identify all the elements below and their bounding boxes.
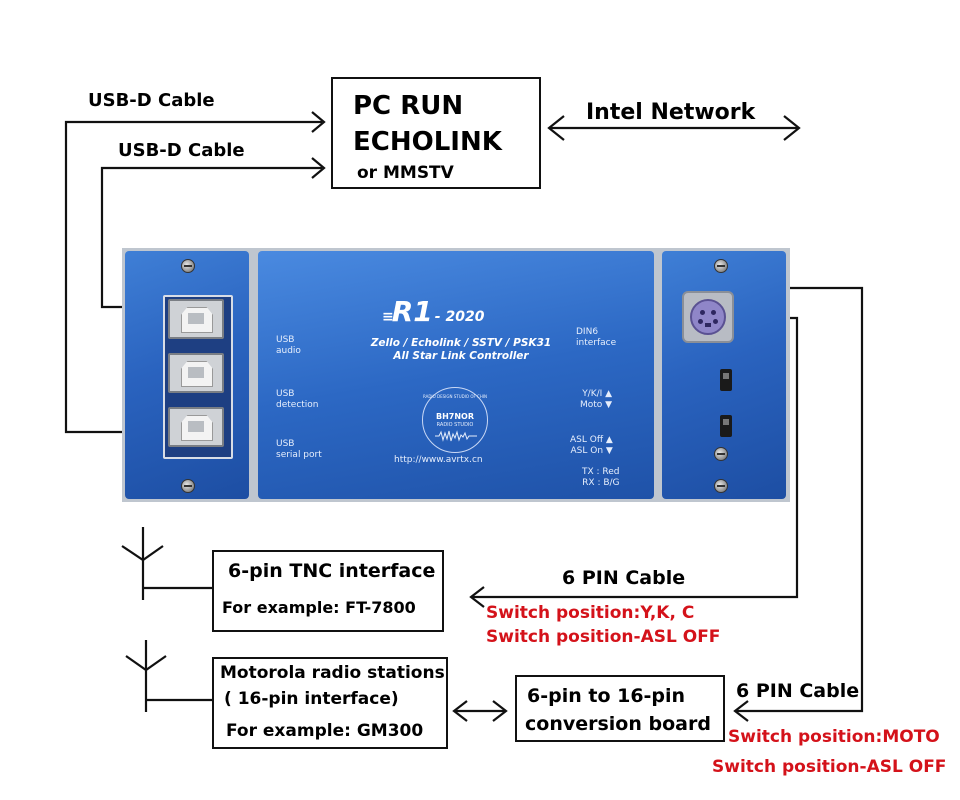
label-din6-l2: interface	[576, 338, 617, 348]
tnc-example: For example: FT-7800	[222, 598, 416, 617]
label-switch2-l2: ASL On ▼	[570, 446, 613, 456]
label-txrx-l2: RX : B/G	[582, 478, 620, 488]
logo-suffix: - 2020	[434, 309, 485, 325]
device-url: http://www.avrtx.cn	[394, 455, 483, 465]
moto-box: Motorola radio stations ( 16-pin interfa…	[212, 657, 448, 749]
moto-line2: ( 16-pin interface)	[224, 689, 399, 709]
conv-line2: conversion board	[525, 713, 711, 735]
label-usb-serial-l1: USB	[276, 439, 295, 449]
switch-note-tnc-1: Switch position:Y,K, C	[486, 603, 695, 623]
screw-icon	[714, 447, 728, 461]
screw-icon	[181, 479, 195, 493]
asl-switch[interactable]	[720, 415, 732, 437]
usb-port-detection[interactable]	[168, 353, 224, 393]
switch-note-moto-2: Switch position-ASL OFF	[712, 757, 947, 777]
label-usb-audio-l1: USB	[276, 335, 295, 345]
device-body: ≡R1- 2020 Zello / Echolink / SSTV / PSK3…	[258, 251, 654, 499]
tnc-box: 6-pin TNC interface For example: FT-7800	[212, 550, 444, 632]
din6-icon	[690, 299, 726, 335]
label-usb-detection-l2: detection	[276, 400, 319, 410]
mode-switch-yki-moto[interactable]	[720, 369, 732, 391]
label-usb-audio-l2: audio	[276, 346, 301, 356]
screw-icon	[181, 259, 195, 273]
pc-box-line3: or MMSTV	[357, 163, 454, 183]
device-subtitle: Zello / Echolink / SSTV / PSK31	[370, 337, 552, 349]
logo-text: R1	[391, 295, 433, 328]
usb-cable-label-1: USB-D Cable	[88, 90, 215, 111]
label-txrx-l1: TX : Red	[582, 467, 620, 477]
usb-cable-label-2: USB-D Cable	[118, 140, 245, 161]
usb-port-audio[interactable]	[168, 299, 224, 339]
din-panel	[662, 251, 786, 499]
badge-top-text: RADIO DESIGN STUDIO OF CHINA	[423, 394, 487, 399]
usb-panel	[125, 251, 249, 499]
device-logo: ≡R1- 2020	[382, 295, 485, 328]
badge-bottom-text: RADIO STUDIO	[436, 422, 474, 428]
label-switch2: ASL Off ▲ASL On ▼	[570, 435, 613, 457]
din6-socket[interactable]	[682, 291, 734, 343]
cable-tnc-label: 6 PIN Cable	[562, 567, 686, 589]
label-switch1-l1: Y/K/I ▲	[582, 389, 613, 399]
screw-icon	[714, 479, 728, 493]
label-switch2-l1: ASL Off ▲	[570, 435, 613, 445]
usb-port-serial[interactable]	[168, 407, 224, 447]
pc-box-line2: ECHOLINK	[353, 127, 502, 157]
moto-example: For example: GM300	[226, 721, 424, 741]
conv-line1: 6-pin to 16-pin	[527, 685, 686, 707]
device-subtitle2: All Star Link Controller	[393, 350, 529, 362]
cable-moto-label: 6 PIN Cable	[736, 680, 860, 702]
label-usb-detection-l1: USB	[276, 389, 295, 399]
network-label: Intel Network	[586, 100, 756, 125]
label-switch1-l2: Moto ▼	[580, 400, 613, 410]
label-din6-l1: DIN6	[576, 327, 599, 337]
label-switch1: Y/K/I ▲Moto ▼	[580, 389, 612, 411]
device-photo: ≡R1- 2020 Zello / Echolink / SSTV / PSK3…	[122, 248, 790, 502]
screw-icon	[714, 259, 728, 273]
label-usb-serial-l2: serial port	[276, 450, 322, 460]
badge-call: BH7NOR	[435, 412, 474, 421]
switch-note-moto-1: Switch position:MOTO	[728, 727, 940, 747]
conversion-board-box: 6-pin to 16-pin conversion board	[515, 675, 725, 742]
moto-line1: Motorola radio stations	[220, 663, 445, 683]
pc-box-line1: PC RUN	[353, 91, 464, 121]
switch-note-tnc-2: Switch position-ASL OFF	[486, 627, 721, 647]
tnc-title: 6-pin TNC interface	[228, 560, 436, 582]
waveform-icon	[435, 430, 477, 442]
studio-badge: RADIO DESIGN STUDIO OF CHINA BH7NOR RADI…	[422, 387, 488, 453]
pc-box: PC RUN ECHOLINK or MMSTV	[331, 77, 541, 189]
